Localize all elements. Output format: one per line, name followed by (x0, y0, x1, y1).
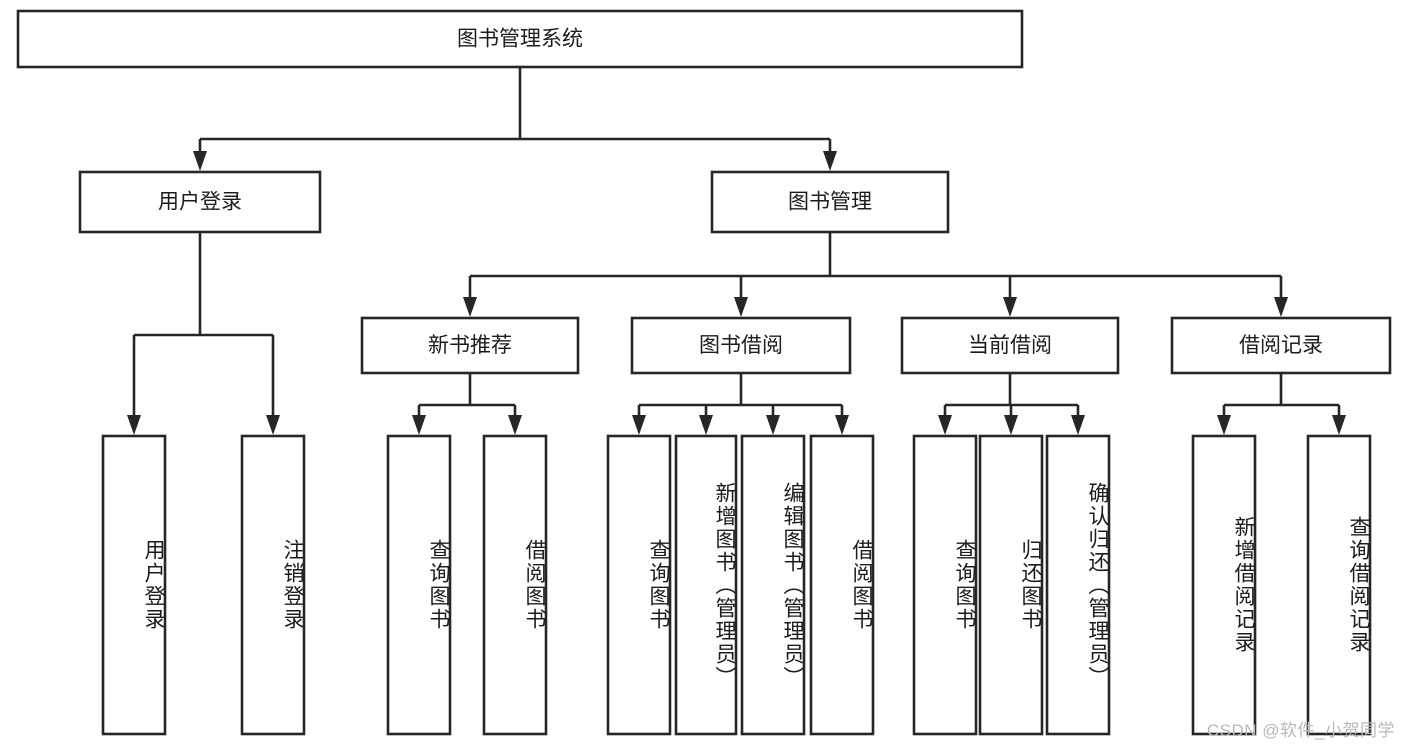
node-book-manage-box[interactable] (710, 170, 950, 234)
node-book-borrow-label: 图书借阅 (699, 334, 783, 357)
node-leaf-logout-box[interactable] (240, 434, 306, 736)
arrow-head-icon (823, 151, 837, 171)
arrow-head-icon (632, 415, 646, 435)
node-borrow-record-box[interactable] (1170, 316, 1392, 375)
node-book-manage-label: 图书管理 (788, 191, 872, 214)
node-leaf-return-book-box[interactable] (978, 434, 1044, 736)
arrow-head-icon (699, 415, 713, 435)
node-new-book-recommend-label: 新书推荐 (428, 334, 512, 357)
arrow-head-icon (463, 297, 477, 317)
connector-lines (127, 67, 1346, 435)
arrow-head-icon (508, 415, 522, 435)
node-root-label: 图书管理系统 (457, 28, 583, 51)
node-leaf-add-book-box[interactable] (674, 434, 738, 736)
node-leaf-user-login-box[interactable] (101, 434, 167, 736)
arrow-head-icon (835, 415, 849, 435)
arrow-head-icon (412, 415, 426, 435)
node-root-box[interactable] (16, 9, 1024, 69)
arrow-head-icon (938, 415, 952, 435)
arrow-head-icon (1004, 415, 1018, 435)
arrow-head-icon (1332, 415, 1346, 435)
node-leaf-borrow-book-2-box[interactable] (809, 434, 875, 736)
node-leaf-borrow-book-1-box[interactable] (482, 434, 548, 736)
node-new-book-recommend-box[interactable] (360, 316, 580, 375)
node-leaf-query-record-box[interactable] (1306, 434, 1372, 736)
arrow-head-icon (1217, 415, 1231, 435)
node-current-borrow-box[interactable] (900, 316, 1120, 375)
node-book-borrow-box[interactable] (630, 316, 852, 375)
arrow-head-icon (193, 151, 207, 171)
node-current-borrow-label: 当前借阅 (968, 334, 1052, 357)
arrow-head-icon (127, 415, 141, 435)
node-leaf-query-book-1-box[interactable] (386, 434, 452, 736)
node-user-login-label: 用户登录 (158, 191, 242, 214)
node-leaf-edit-book-box[interactable] (740, 434, 806, 736)
node-leaf-query-book-2-box[interactable] (606, 434, 672, 736)
arrow-head-icon (766, 415, 780, 435)
node-borrow-record-label: 借阅记录 (1239, 334, 1323, 357)
arrow-head-icon (734, 297, 748, 317)
csdn-watermark: CSDN @软件_小贺同学 (1206, 721, 1395, 740)
node-user-login-box[interactable] (78, 170, 322, 234)
node-leaf-query-book-3-box[interactable] (912, 434, 978, 736)
arrow-head-icon (1071, 415, 1085, 435)
node-boxes (16, 9, 1392, 736)
arrow-head-icon (1003, 297, 1017, 317)
arrow-head-icon (266, 415, 280, 435)
arrow-head-icon (1274, 297, 1288, 317)
node-leaf-confirm-return-box[interactable] (1045, 434, 1111, 736)
node-leaf-add-record-box[interactable] (1191, 434, 1257, 736)
